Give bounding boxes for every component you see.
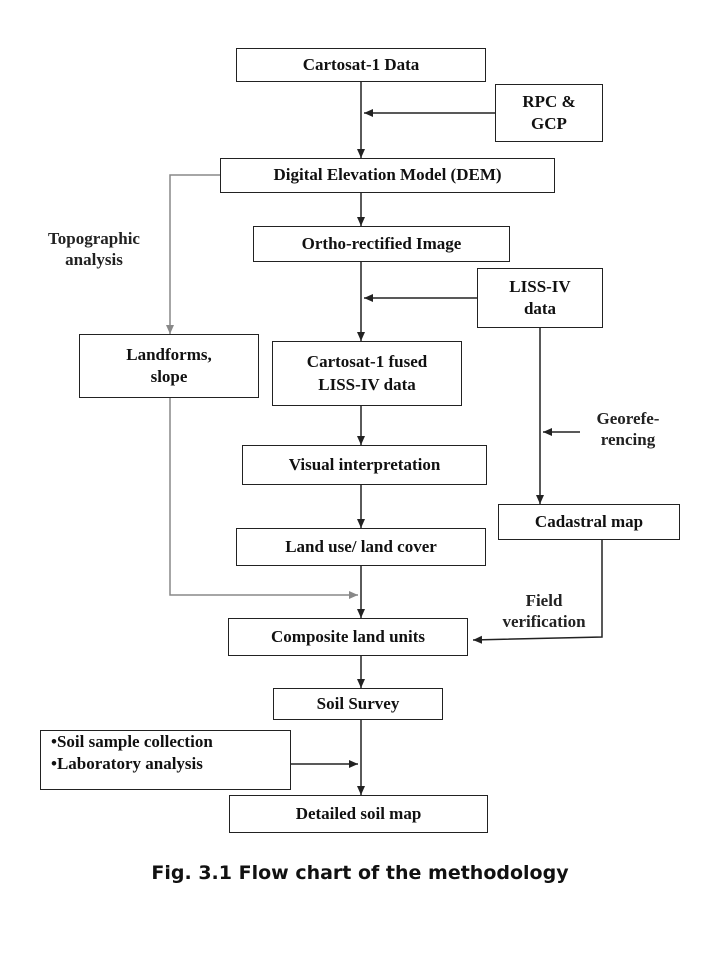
node-soil-survey-label: Soil Survey (316, 693, 400, 713)
node-visual-label: Visual interpretation (288, 454, 441, 474)
node-composite-land-units: Composite land units (228, 618, 468, 656)
node-cartosat-fused-liss: Cartosat-1 fused LISS-IV data (272, 341, 462, 406)
label-field-line-1: Field (525, 591, 563, 610)
label-topographic-line-1: Topographic (48, 229, 140, 248)
node-cadastral-map: Cadastral map (498, 504, 680, 540)
node-soil-sample-lab: •Soil sample collection •Laboratory anal… (40, 730, 291, 790)
node-cartosat-data: Cartosat-1 Data (236, 48, 486, 82)
figure-caption: Fig. 3.1 Flow chart of the methodology (151, 862, 569, 884)
label-georeferencing: Georefe- rencing (573, 408, 683, 451)
node-liss-label-1: LISS-IV (509, 276, 571, 296)
node-lab-analysis-label: •Laboratory analysis (51, 754, 203, 774)
node-landforms-label-1: Landforms, (126, 344, 212, 364)
node-landuse-label: Land use/ land cover (285, 536, 437, 556)
node-rpc-gcp-label-1: RPC & (522, 91, 576, 111)
arrow-landforms-to-composite (169, 398, 358, 599)
label-field-verification: Field verification (490, 590, 598, 633)
label-field-line-2: verification (502, 612, 586, 632)
node-soil-survey: Soil Survey (273, 688, 443, 720)
node-cartosat-data-label: Cartosat-1 Data (302, 54, 420, 74)
label-topographic-analysis: Topographic analysis (28, 228, 160, 271)
node-liss-iv-data: LISS-IV data (477, 268, 603, 328)
node-soil-sample-label: •Soil sample collection (51, 732, 213, 751)
node-rpc-gcp: RPC & GCP (495, 84, 603, 142)
node-visual-interpretation: Visual interpretation (242, 445, 487, 485)
node-landforms-label-2: slope (150, 367, 188, 386)
node-fused-label-2: LISS-IV data (318, 374, 416, 394)
node-land-use-land-cover: Land use/ land cover (236, 528, 486, 566)
arrow-dem-to-landforms (166, 174, 220, 334)
label-georef-line-1: Georefe- (596, 409, 660, 428)
node-rpc-gcp-label-2: GCP (531, 114, 567, 133)
node-liss-label-2: data (523, 299, 557, 318)
node-dem: Digital Elevation Model (DEM) (220, 158, 555, 193)
arrow-cadastral-to-composite (472, 540, 603, 644)
label-topographic-line-2: analysis (65, 250, 123, 270)
node-landforms-slope: Landforms, slope (79, 334, 259, 398)
node-composite-label: Composite land units (271, 626, 425, 646)
node-dem-label: Digital Elevation Model (DEM) (273, 165, 502, 185)
node-ortho-label: Ortho-rectified Image (301, 233, 462, 253)
node-detailed-label: Detailed soil map (295, 803, 422, 823)
node-detailed-soil-map: Detailed soil map (229, 795, 488, 833)
node-fused-label-1: Cartosat-1 fused (306, 352, 428, 372)
node-ortho-rectified-image: Ortho-rectified Image (253, 226, 510, 262)
label-georef-line-2: rencing (600, 430, 656, 450)
node-cadastral-label: Cadastral map (534, 511, 644, 531)
